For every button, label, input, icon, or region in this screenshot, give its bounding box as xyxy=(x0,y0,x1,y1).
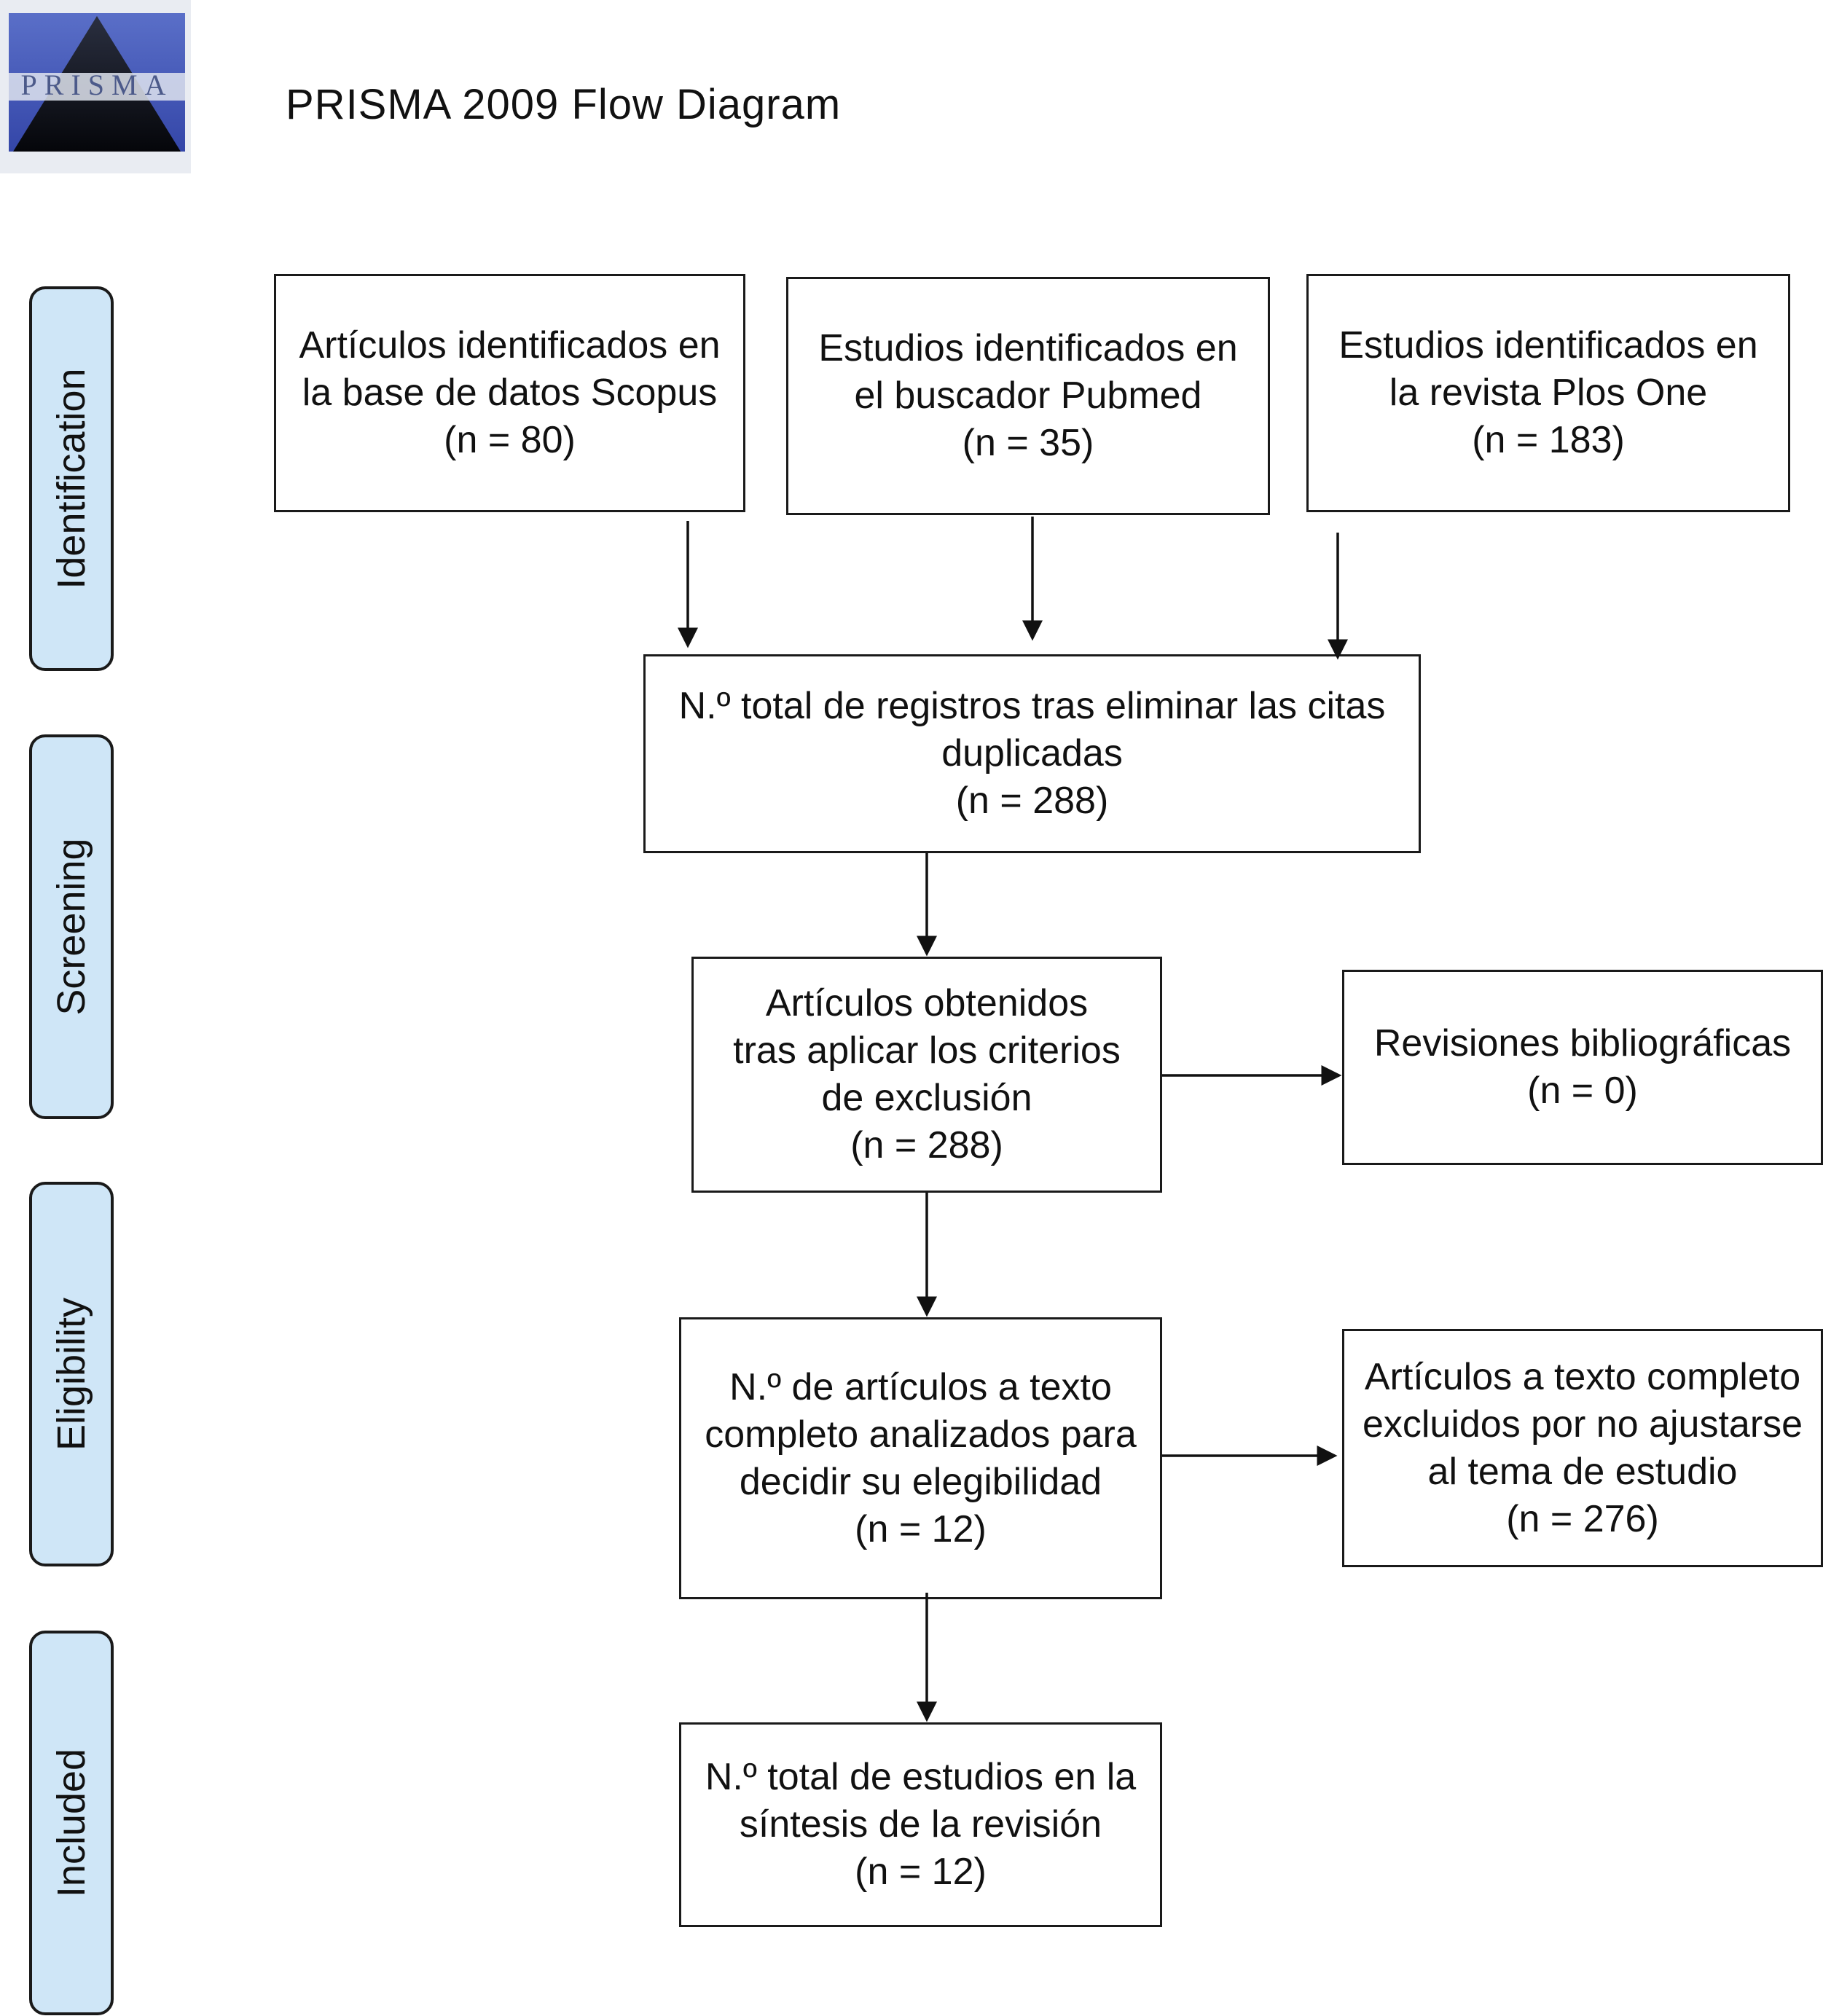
box-pubmed-line1: Estudios identificados en xyxy=(818,327,1238,369)
box-scopus-count: (n = 80) xyxy=(444,419,576,461)
box-excluded: Artículos a texto completo excluidos por… xyxy=(1342,1329,1823,1567)
box-pubmed-line2: el buscador Pubmed xyxy=(854,374,1202,417)
box-scopus: Artículos identificados en la base de da… xyxy=(274,274,745,512)
box-fulltext-line1: N.º de artículos a texto xyxy=(729,1365,1112,1408)
prisma-logo-graphic: PRISMA xyxy=(9,13,185,152)
box-duplicates: N.º total de registros tras eliminar las… xyxy=(643,654,1421,853)
box-excluded-count: (n = 276) xyxy=(1506,1497,1659,1540)
logo-text: PRISMA xyxy=(21,68,173,101)
box-exclusion-line2: tras aplicar los criterios xyxy=(733,1029,1121,1072)
box-pubmed: Estudios identificados en el buscador Pu… xyxy=(786,277,1270,515)
diagram-title: PRISMA 2009 Flow Diagram xyxy=(286,81,842,128)
box-plosone: Estudios identificados en la revista Plo… xyxy=(1306,274,1790,512)
box-reviews-count: (n = 0) xyxy=(1527,1070,1638,1112)
box-fulltext-count: (n = 12) xyxy=(855,1507,987,1550)
stage-included: Included xyxy=(29,1631,114,2015)
box-duplicates-line1: N.º total de registros tras eliminar las… xyxy=(678,685,1386,727)
box-reviews: Revisiones bibliográficas (n = 0) xyxy=(1342,970,1823,1165)
box-scopus-line2: la base de datos Scopus xyxy=(302,372,718,414)
box-included-line1: N.º total de estudios en la xyxy=(705,1756,1137,1798)
stage-screening: Screening xyxy=(29,734,114,1119)
box-excluded-line1: Artículos a texto completo xyxy=(1364,1355,1801,1398)
box-included-count: (n = 12) xyxy=(855,1851,987,1893)
box-reviews-line1: Revisiones bibliográficas xyxy=(1373,1022,1792,1064)
box-pubmed-count: (n = 35) xyxy=(962,422,1094,464)
box-plosone-line1: Estudios identificados en xyxy=(1338,324,1758,366)
box-scopus-line1: Artículos identificados en xyxy=(299,324,721,366)
box-plosone-count: (n = 183) xyxy=(1472,419,1625,461)
box-exclusion: Artículos obtenidos tras aplicar los cri… xyxy=(691,957,1162,1193)
box-duplicates-line2: duplicadas xyxy=(941,732,1123,774)
box-included-line2: síntesis de la revisión xyxy=(739,1803,1102,1846)
box-plosone-line2: la revista Plos One xyxy=(1389,372,1708,414)
box-exclusion-line1: Artículos obtenidos xyxy=(765,982,1089,1024)
box-exclusion-count: (n = 288) xyxy=(850,1124,1003,1166)
box-exclusion-line3: de exclusión xyxy=(821,1077,1032,1119)
box-fulltext-line2: completo analizados para xyxy=(705,1413,1137,1456)
box-fulltext: N.º de artículos a texto completo analiz… xyxy=(679,1317,1162,1599)
box-included: N.º total de estudios en la síntesis de … xyxy=(679,1722,1162,1927)
stage-eligibility: Eligibility xyxy=(29,1182,114,1566)
box-excluded-line2: excluidos por no ajustarse xyxy=(1362,1403,1803,1446)
box-duplicates-count: (n = 288) xyxy=(955,780,1109,822)
box-excluded-line3: al tema de estudio xyxy=(1427,1450,1738,1493)
prisma-logo: PRISMA xyxy=(0,0,191,173)
box-fulltext-line3: decidir su elegibilidad xyxy=(739,1460,1102,1503)
stage-identification: Identification xyxy=(29,286,114,671)
